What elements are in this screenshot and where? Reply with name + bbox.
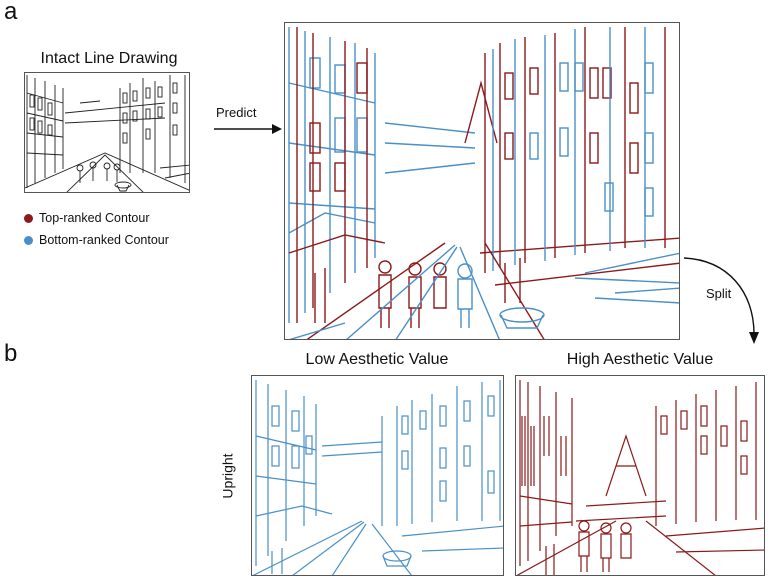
legend-blue-dot [24,235,33,245]
low-aesthetic-svg [252,380,503,575]
panel-label-b: b [4,340,18,367]
predict-label: Predict [216,105,257,120]
upright-row-label: Upright [219,453,236,499]
panel-label-a: a [4,0,18,25]
split-arrow [683,257,759,344]
predicted-contour-drawing [284,22,680,340]
legend-top-ranked: Top-ranked Contour [24,211,149,225]
split-label: Split [706,286,732,301]
intact-drawing-title: Intact Line Drawing [40,50,178,67]
high-aesthetic-drawing [515,375,765,576]
legend-bottom-ranked: Bottom-ranked Contour [24,233,169,247]
predict-arrow [214,124,282,134]
high-aesthetic-svg [516,380,764,575]
predicted-drawing-svg [288,27,679,339]
low-aesthetic-drawing [251,375,504,576]
legend-top-label: Top-ranked Contour [39,211,150,225]
high-aesthetic-title: High Aesthetic Value [566,351,714,368]
intact-line-drawing [24,72,190,193]
legend-red-dot [24,213,33,223]
low-aesthetic-title: Low Aesthetic Value [305,351,449,368]
intact-drawing-svg [25,75,189,192]
legend-bottom-label: Bottom-ranked Contour [39,233,169,247]
